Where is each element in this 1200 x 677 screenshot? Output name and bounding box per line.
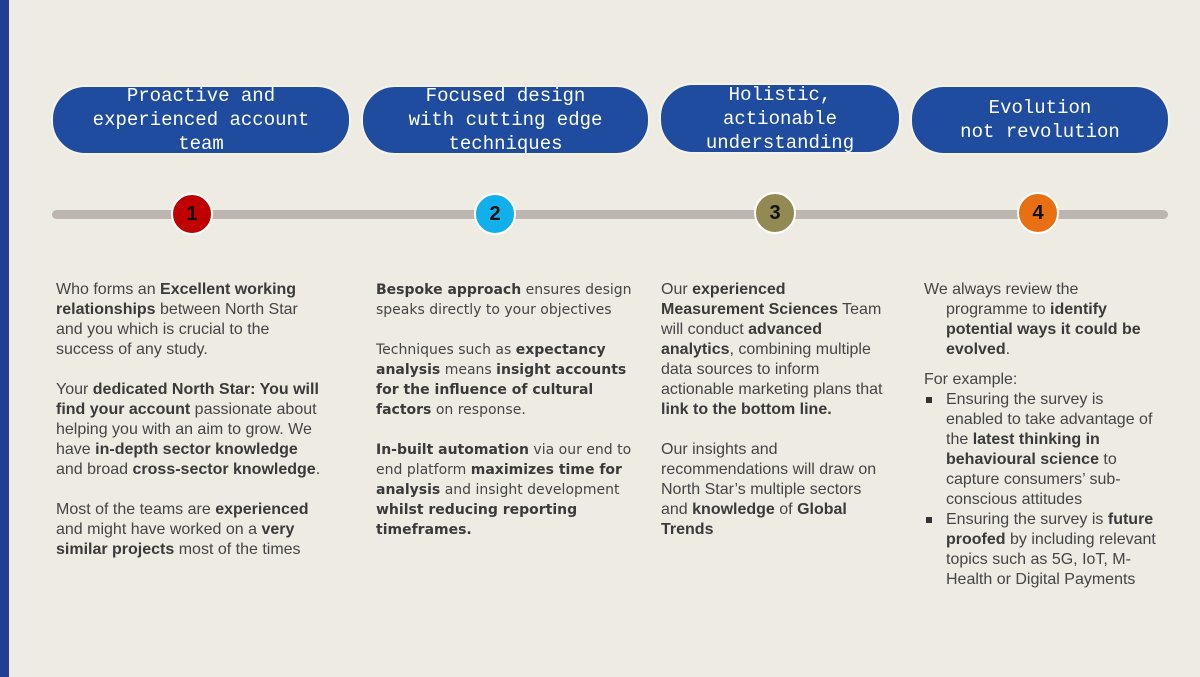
step-1-description: Who forms an Excellent working relations… [56, 280, 326, 580]
step-3-title-pill: Holistic, actionable understanding [659, 83, 901, 154]
step-1-paragraph-2: Your dedicated North Star: You will find… [56, 381, 321, 478]
step-4-paragraph-1: We always review the programme to identi… [924, 281, 1141, 358]
step-1-title-pill: Proactive and experienced account team [51, 85, 351, 155]
step-3-description: Our experienced Measurement Sciences Tea… [661, 280, 891, 560]
step-3-paragraph-1: Our experienced Measurement Sciences Tea… [661, 281, 883, 418]
step-2-paragraph-2: Techniques such as expectancy analysis m… [376, 342, 627, 418]
square-bullet-icon [926, 397, 932, 403]
step-4-number: 4 [1017, 192, 1059, 234]
list-item: Ensuring the survey is enabled to take a… [924, 390, 1164, 510]
list-item: Ensuring the survey is future proofed by… [924, 510, 1164, 590]
for-example-label: For example: [924, 371, 1018, 388]
step-1-paragraph-3: Most of the teams are experienced and mi… [56, 501, 309, 558]
bullet-text: Ensuring the survey is enabled to take a… [946, 391, 1153, 508]
step-1-number: 1 [171, 193, 213, 235]
step-1-paragraph-1: Who forms an Excellent working relations… [56, 281, 298, 358]
timeline-bar [52, 210, 1168, 219]
square-bullet-icon [926, 517, 932, 523]
step-4-title-pill: Evolution not revolution [910, 85, 1170, 155]
step-2-description: Bespoke approach ensures design speaks d… [376, 280, 646, 560]
step-2-title-pill: Focused design with cutting edge techniq… [361, 85, 650, 155]
step-3-paragraph-2: Our insights and recommendations will dr… [661, 441, 877, 538]
step-2-number: 2 [474, 193, 516, 235]
step-4-description: We always review the programme to identi… [924, 280, 1164, 590]
left-accent-bar [0, 0, 9, 677]
step-4-bullet-list: Ensuring the survey is enabled to take a… [924, 390, 1164, 590]
step-2-paragraph-1: Bespoke approach ensures design speaks d… [376, 282, 632, 318]
step-3-number: 3 [754, 192, 796, 234]
bullet-text: Ensuring the survey is future proofed by… [946, 511, 1156, 588]
step-2-paragraph-3: In-built automation via our end to end p… [376, 442, 632, 538]
